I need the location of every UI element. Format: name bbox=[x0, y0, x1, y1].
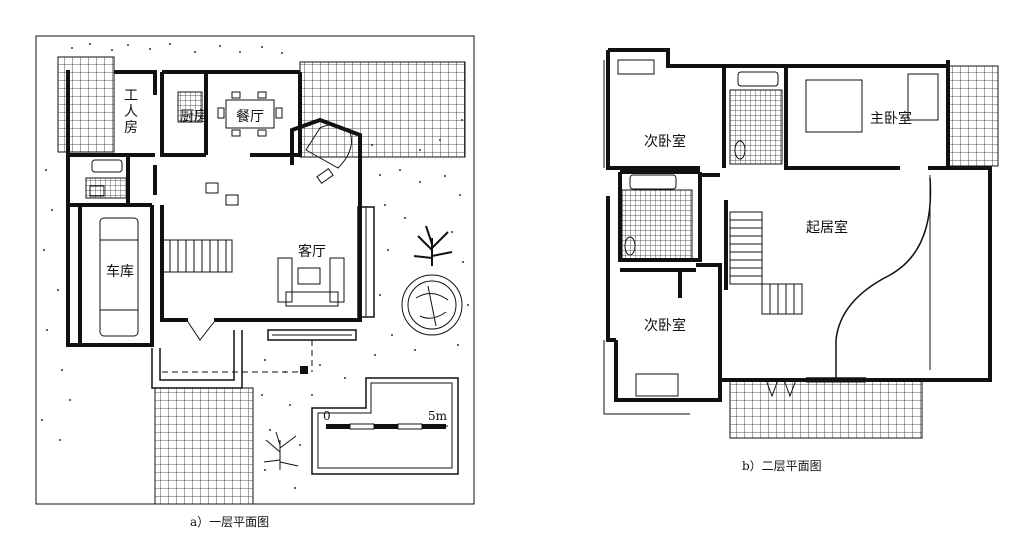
room-label-secondary-bedroom-top: 次卧室 bbox=[644, 133, 686, 150]
balcony-door-bottom bbox=[765, 379, 797, 398]
walls-living bbox=[153, 117, 362, 322]
stair-1f bbox=[161, 239, 233, 273]
room-label-master-bedroom: 主卧室 bbox=[870, 110, 912, 127]
cabinet-2 bbox=[225, 194, 239, 206]
balcony-tiles-right bbox=[947, 65, 999, 167]
wardrobe-master bbox=[907, 73, 939, 121]
bath-tiles-top bbox=[729, 89, 783, 165]
walls-second-floor-outer bbox=[606, 48, 992, 402]
caption-first-floor: a）一层平面图 bbox=[190, 515, 269, 529]
scale-bar: 0 5m bbox=[323, 409, 448, 430]
paving-top-right bbox=[299, 61, 466, 158]
room-label-dining: 餐厅 bbox=[236, 109, 264, 125]
desk-bottom-bedroom bbox=[635, 373, 679, 397]
entrance-porch bbox=[151, 330, 243, 389]
garden-lamp bbox=[300, 366, 308, 374]
dining-table bbox=[217, 91, 283, 137]
room-label-garage: 车库 bbox=[106, 263, 134, 280]
kitchen-floor-tiles bbox=[177, 91, 203, 123]
tree-right bbox=[401, 225, 463, 336]
bathtub-2f-mid bbox=[629, 174, 677, 190]
bath-tiles-mid bbox=[621, 189, 693, 261]
site-boundary bbox=[35, 35, 475, 505]
living-curved-wall bbox=[835, 177, 932, 378]
pool-outer bbox=[311, 377, 459, 475]
pool-inner bbox=[317, 382, 453, 469]
room-label-kitchen: 厨房 bbox=[180, 109, 208, 125]
walls-bath-1f bbox=[66, 155, 130, 207]
room-label-worker-room: 工人房 bbox=[124, 88, 138, 136]
bathtub-2f-top bbox=[737, 71, 779, 87]
balcony-tiles-bottom bbox=[729, 379, 923, 439]
garden-path-dashed bbox=[162, 340, 313, 373]
toilet-top bbox=[734, 140, 746, 160]
walls-second-floor-inner bbox=[616, 66, 900, 380]
tree-front bbox=[263, 431, 299, 470]
bathtub-1f bbox=[91, 159, 123, 173]
piano bbox=[305, 124, 352, 184]
washbasin-1f bbox=[89, 185, 105, 197]
second-floor-plan: 次卧室 主卧室 起居室 次卧室 b）二层平面图 bbox=[603, 48, 999, 473]
master-bed bbox=[805, 79, 863, 133]
room-label-living: 客厅 bbox=[298, 243, 326, 260]
room-label-secondary-bedroom-bottom: 次卧室 bbox=[644, 317, 686, 334]
bath-floor-tiles-1f bbox=[85, 177, 129, 199]
scale-bar-end-label: 5m bbox=[428, 409, 448, 423]
room-label-family-room: 起居室 bbox=[806, 219, 848, 236]
car-outline bbox=[99, 217, 139, 337]
cabinet-1 bbox=[205, 182, 219, 194]
living-sofa-set bbox=[277, 257, 345, 307]
entrance-door bbox=[187, 321, 215, 341]
landscape-dots bbox=[41, 43, 469, 489]
toilet-mid bbox=[624, 236, 636, 256]
first-floor-plan: 0 5m 工人房 厨房 餐厅 客厅 车库 a）一层平面图 bbox=[35, 35, 475, 529]
scale-bar-start-label: 0 bbox=[323, 409, 331, 423]
stair-2f bbox=[729, 211, 803, 315]
desk-top-bedroom bbox=[617, 59, 655, 75]
paving-entrance bbox=[154, 387, 254, 505]
caption-second-floor: b）二层平面图 bbox=[742, 459, 822, 473]
